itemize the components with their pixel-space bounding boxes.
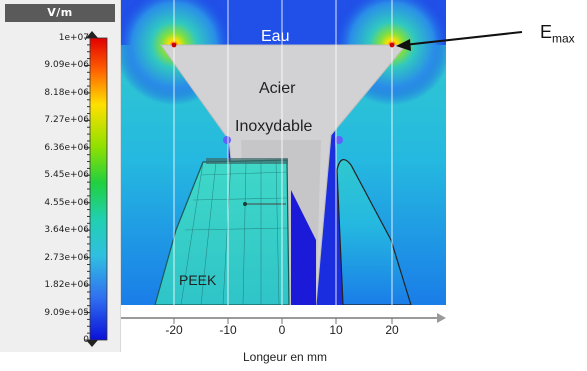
x-axis-title: Longeur en mm: [242, 350, 328, 364]
legend-unit: V/m: [5, 4, 115, 22]
legend-tick-label: 9.09e+06: [44, 60, 89, 71]
legend-bottom-arrow: [86, 340, 98, 347]
legend-top-arrow: [86, 31, 98, 38]
label-peek: PEEK: [179, 272, 217, 288]
legend-tick-label: 1e+07: [58, 33, 89, 43]
label-steel-1: Acier: [259, 80, 296, 97]
legend-tick-label: 4.55e+06: [44, 197, 89, 208]
legend-tick-label: 2.73e+06: [44, 252, 89, 263]
legend-tick-label: 7.27e+06: [44, 115, 89, 126]
emax-label: Emax: [540, 22, 575, 46]
emax-base: E: [540, 22, 553, 42]
legend-tick-label: 0: [83, 335, 89, 345]
x-axis-tick-label: 20: [385, 323, 399, 337]
label-water: Eau: [261, 28, 290, 45]
legend-tick-label: 5.45e+06: [44, 170, 89, 181]
legend-tick-label: 6.36e+06: [44, 142, 89, 153]
field-map: Eau Acier Inoxydable PEEK: [121, 0, 446, 352]
field-map-svg: [121, 0, 446, 352]
x-axis-tick-label: -10: [219, 323, 237, 337]
label-steel-2: Inoxydable: [235, 118, 313, 135]
legend-colorbar: [84, 31, 108, 347]
x-axis-tick-label: 10: [329, 323, 343, 337]
legend-tick-label: 9.09e+05: [44, 307, 89, 318]
emax-sub: max: [552, 31, 575, 46]
x-axis-tick-label: -20: [165, 323, 183, 337]
legend-tick-label: 3.64e+06: [44, 225, 89, 236]
color-legend: V/m 1e+07 9.09e+06 8.18e+06 7.27e+06 6.36e+0…: [0, 0, 121, 352]
legend-tick-label: 8.18e+06: [44, 87, 89, 98]
legend-tick-label: 1.82e+06: [44, 280, 89, 291]
x-axis-tick-label: 0: [278, 323, 286, 337]
